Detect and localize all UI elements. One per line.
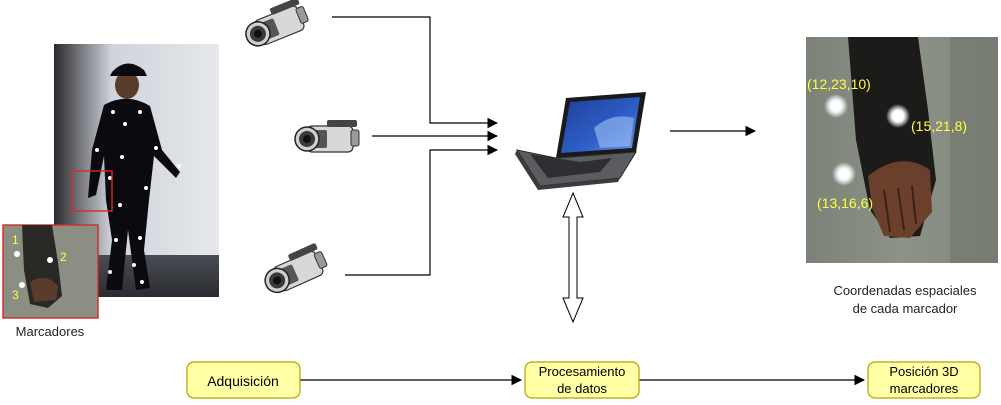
video-camera-icon	[257, 241, 331, 298]
coords-caption-line2: de cada marcador	[853, 301, 958, 316]
flow-step-acquisition-label: Adquisición	[207, 373, 279, 389]
hand-highlight-box	[71, 170, 113, 212]
flow-step-processing-line2: de datos	[557, 381, 607, 396]
flow-step-acquisition: Adquisición	[186, 361, 301, 399]
coordinate-label-1: (12,23,10)	[807, 76, 871, 92]
camera-connections	[332, 16, 499, 276]
coords-caption-line1: Coordenadas espaciales	[833, 283, 977, 298]
flow-step-position: Posición 3D marcadores	[867, 361, 981, 399]
process-flow: Adquisición Procesamiento de datos Posic…	[186, 361, 981, 399]
flow-step-position-line1: Posición 3D	[889, 364, 958, 379]
laptop-icon	[515, 92, 646, 190]
inset-marker-3: 3	[12, 288, 19, 302]
inset-marker-2: 2	[60, 250, 67, 264]
coordinate-label-3: (13,16,6)	[817, 195, 873, 211]
zoomed-hand-image: (12,23,10) (15,21,8) (13,16,6)	[806, 37, 998, 263]
video-camera-icon	[294, 119, 360, 153]
coordinate-label-2: (15,21,8)	[911, 118, 967, 134]
flow-step-processing: Procesamiento de datos	[524, 361, 640, 399]
markers-caption: Marcadores	[16, 324, 85, 339]
flow-step-processing-line1: Procesamiento	[539, 364, 626, 379]
hand-inset: 1 2 3	[2, 224, 99, 319]
flow-step-position-line2: marcadores	[890, 381, 959, 396]
inset-marker-1: 1	[12, 233, 19, 247]
video-camera-icon	[238, 0, 312, 52]
double-arrow-icon	[562, 191, 584, 324]
